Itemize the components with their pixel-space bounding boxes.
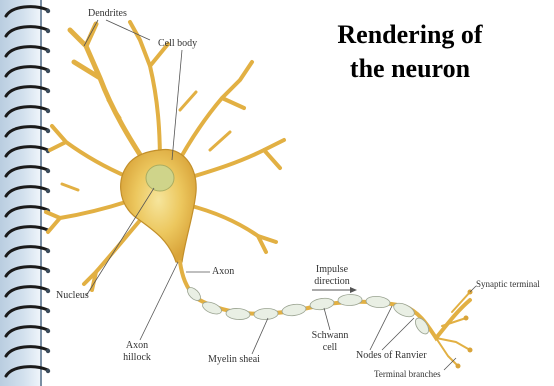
dendrite-branch: [188, 205, 276, 252]
synaptic-knob: [456, 364, 461, 369]
label-impulse-line-2: direction: [304, 276, 360, 288]
label-terminal-branches: Terminal branches: [374, 368, 441, 380]
label-schwann-line-1: Schwann: [302, 330, 358, 342]
myelin-segment: [226, 308, 251, 321]
label-nucleus: Nucleus: [56, 290, 89, 302]
leader-cell-body: [172, 50, 182, 160]
leader-schwann: [324, 308, 330, 330]
label-schwann-cell: Schwann cell: [302, 330, 358, 354]
label-axon: Axon: [212, 266, 234, 278]
label-synaptic-terminal: Synaptic terminal: [476, 278, 540, 290]
dendrite-branch: [188, 140, 284, 178]
dendrite-branch: [46, 200, 132, 232]
myelin-segment: [338, 294, 362, 306]
label-axon-hillock-line-2: hillock: [112, 352, 162, 364]
label-axon-hillock-line-1: Axon: [112, 340, 162, 352]
leader-axon-hillock: [140, 262, 178, 340]
myelin-segment: [281, 303, 306, 317]
label-dendrites: Dendrites: [88, 8, 127, 20]
synaptic-knob: [464, 316, 469, 321]
myelin-segment: [254, 308, 279, 320]
leader-nodes-2: [382, 318, 414, 350]
synaptic-knob: [468, 348, 473, 353]
leader-terminal: [444, 358, 456, 370]
label-impulse-direction: Impulse direction: [304, 264, 360, 288]
slide-title-line-1: Rendering of: [300, 20, 520, 50]
label-cell-body: Cell body: [158, 38, 197, 50]
dendrite-branch: [70, 24, 150, 170]
dendrite-branch: [50, 126, 135, 180]
leader-dendrites-2: [106, 20, 150, 40]
dendrite-branch: [175, 62, 252, 168]
dendrite-branch: [84, 218, 142, 290]
label-myelin-sheath: Myelin sheai: [208, 354, 260, 366]
nucleus-shape: [146, 165, 174, 191]
label-impulse-line-1: Impulse: [304, 264, 360, 276]
myelin-segment: [365, 295, 390, 308]
slide-title-line-2: the neuron: [300, 54, 520, 84]
leader-myelin: [252, 318, 268, 354]
label-schwann-line-2: cell: [302, 342, 358, 354]
myelin-segment: [309, 297, 334, 311]
leader-dendrites-1: [84, 20, 98, 46]
label-axon-hillock: Axon hillock: [112, 340, 162, 364]
label-nodes-of-ranvier: Nodes of Ranvier: [356, 350, 427, 362]
